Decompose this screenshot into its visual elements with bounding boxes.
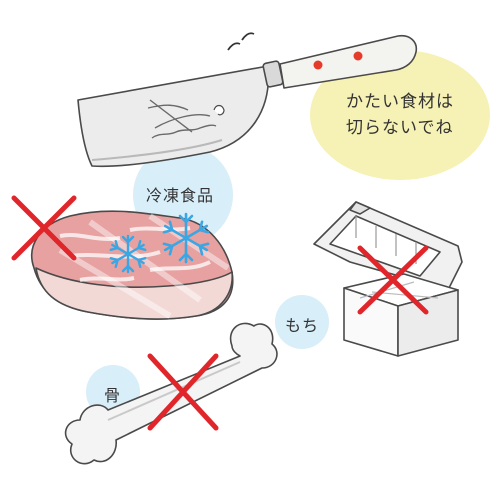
frozen-meat xyxy=(31,210,234,320)
prohibited-cross-icon xyxy=(357,245,429,315)
mochi-package xyxy=(313,201,463,357)
label-frozen-food: 冷凍食品 xyxy=(146,186,215,205)
label-mochi: もち xyxy=(285,316,320,335)
knife-etch-squiggle xyxy=(151,124,217,139)
warning-bubble xyxy=(310,50,490,180)
prohibited-cross-icon xyxy=(147,353,219,431)
warning-text-line-1: かたい食材は xyxy=(346,92,454,112)
drop-marks xyxy=(213,104,225,116)
mochi-block-side xyxy=(397,289,459,357)
bone xyxy=(64,322,278,465)
prohibited-cross-icon xyxy=(11,195,77,261)
label-bone: 骨 xyxy=(104,386,122,405)
knife-handle xyxy=(279,34,418,89)
knife-edge-shine xyxy=(91,139,223,161)
mochi-bubble xyxy=(275,295,329,349)
snowflake-icon xyxy=(109,234,147,274)
snowflake-icon xyxy=(162,212,210,264)
knife xyxy=(77,32,418,168)
handle-rivet xyxy=(353,51,363,61)
motion-marks xyxy=(227,32,255,51)
handle-rivet xyxy=(313,60,323,70)
knife-etch xyxy=(147,99,211,133)
warning-text-line-2: 切らないでね xyxy=(346,118,454,138)
